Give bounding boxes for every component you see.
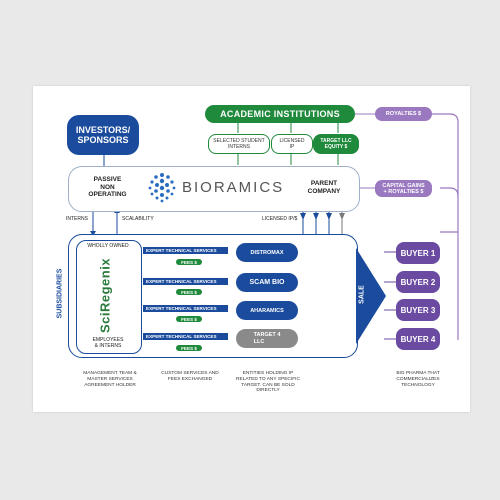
investors-box: INVESTORS/ SPONSORS [67, 115, 139, 155]
passive-label: PASSIVE NON OPERATING [88, 176, 127, 198]
caption-entities: ENTITIES HOLDING IP RELATED TO ANY SPECI… [236, 371, 300, 394]
bioramics-logo-icon [148, 173, 176, 203]
fees-pill-2: FEES $ [176, 289, 202, 295]
bioramics-wordmark: BIORAMICS [182, 179, 285, 196]
academic-institutions-pill: ACADEMIC INSTITUTIONS [205, 105, 355, 123]
scalability-label: SCALABILITY [122, 216, 154, 222]
academic-box-equity: TARGET LLC EQUITY $ [313, 134, 359, 154]
subsidiaries-label: SUBSIDIARIES [56, 268, 64, 319]
sciregenix-box [76, 240, 142, 354]
fees-pill-1: FEES $ [176, 259, 202, 265]
buyer-3: BUYER 3 [396, 299, 440, 321]
fees-pill-3: FEES $ [176, 316, 202, 322]
expert-services-bar-4: EXPERT TECHNICAL SERVICES [143, 333, 228, 340]
employees-label: EMPLOYEES & INTERNS [92, 337, 124, 349]
capital-gains-pill: CAPITAL GAINS + ROYALTIES $ [375, 180, 432, 197]
royalties-pill: ROYALTIES $ [375, 107, 432, 121]
sale-arrow [356, 248, 386, 344]
buyer-1: BUYER 1 [396, 242, 440, 264]
subsidiary-distromax: DISTROMAX [236, 243, 298, 262]
subsidiary-aharamics: AHARAMICS [236, 301, 298, 320]
sale-label: SALE [358, 285, 366, 304]
licensed-ip-label: LICENSED IP/$ [262, 216, 298, 222]
caption-custom: CUSTOM SERVICES AND FEES EXCHANGED [161, 371, 219, 382]
caption-bigpharma: BIG PHARMA THAT COMMERCIALIZES TECHNOLOG… [396, 371, 440, 388]
caption-management: MANAGEMENT TEAM & MASTER SERVICES AGREEM… [83, 371, 137, 388]
wholly-owned-label: WHOLLY OWNED [87, 243, 129, 249]
buyer-4: BUYER 4 [396, 328, 440, 350]
interns-label: INTERNS [66, 216, 88, 222]
sciregenix-logo: SciRegenix [97, 257, 113, 334]
buyer-2: BUYER 2 [396, 271, 440, 293]
subsidiary-target4: TARGET 4 LLC [236, 329, 298, 348]
academic-box-ip: LICENSED IP [271, 134, 313, 154]
fees-pill-4: FEES $ [176, 345, 202, 351]
expert-services-bar-2: EXPERT TECHNICAL SERVICES [143, 278, 228, 285]
expert-services-bar-1: EXPERT TECHNICAL SERVICES [143, 247, 228, 254]
bioramics-bar [68, 166, 360, 212]
subsidiary-scam-bio: SCAM BIO [236, 273, 298, 292]
parent-company-label: PARENT COMPANY [307, 180, 341, 195]
academic-box-interns: SELECTED STUDENT INTERNS [208, 134, 270, 154]
expert-services-bar-3: EXPERT TECHNICAL SERVICES [143, 305, 228, 312]
